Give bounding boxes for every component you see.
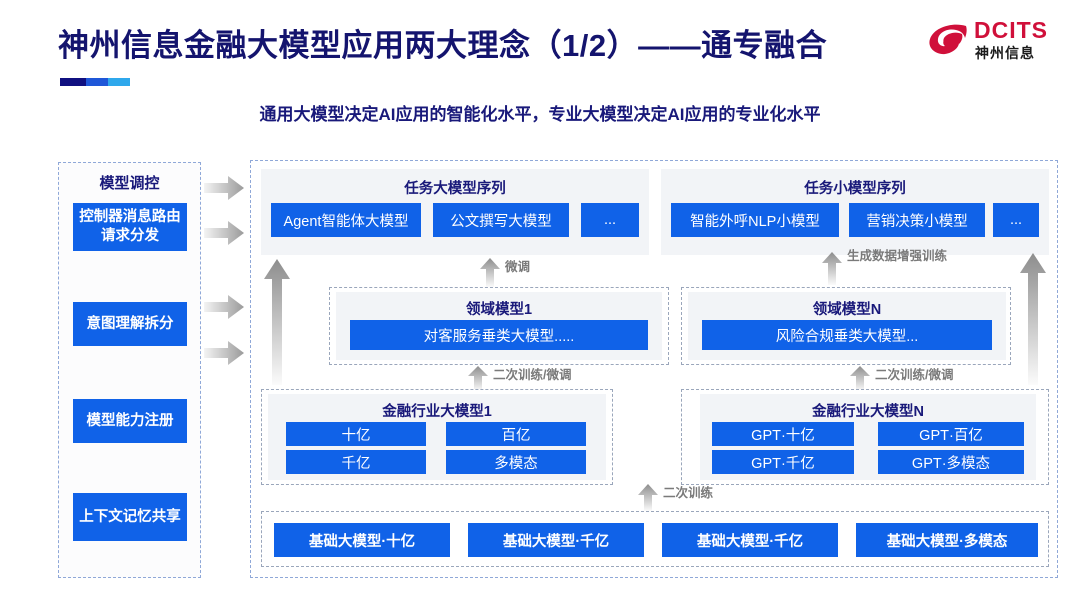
arrow-retrain-finetune-left-icon [468, 366, 488, 391]
task-large-model-group: 任务大模型序列 Agent智能体大模型 公文撰写大模型 ... [261, 169, 649, 255]
industry-right-pane: 金融行业大模型N GPT·十亿 GPT·百亿 GPT·千亿 GPT·多模态 [700, 394, 1036, 480]
industry-model-1-title: 金融行业大模型1 [382, 404, 492, 420]
industry-left-pane: 金融行业大模型1 十亿 百亿 千亿 多模态 [268, 394, 606, 480]
chip-document-writing-model[interactable]: 公文撰写大模型 [433, 203, 569, 237]
page-title: 神州信息金融大模型应用两大理念（1/2）——通专融合 [58, 28, 828, 63]
chip-foundation-shiyi[interactable]: 基础大模型·十亿 [274, 523, 450, 557]
long-arrow-right-icon [1020, 253, 1046, 385]
chip-industry1-qianyi[interactable]: 千亿 [286, 450, 426, 474]
domain-left-pane: 领域模型1 对客服务垂类大模型..... [336, 292, 662, 360]
foundation-model-box: 基础大模型·十亿 基础大模型·千亿 基础大模型·千亿 基础大模型·多模态 [261, 511, 1049, 567]
sidebar-arrow-3-icon [204, 295, 244, 319]
industry-model-right-box: 金融行业大模型N GPT·十亿 GPT·百亿 GPT·千亿 GPT·多模态 [681, 389, 1049, 485]
chip-task-large-more[interactable]: ... [581, 203, 639, 237]
task-small-model-group: 任务小模型序列 智能外呼NLP小模型 营销决策小模型 ... [661, 169, 1049, 255]
task-small-model-title: 任务小模型序列 [804, 181, 906, 197]
chip-customer-service-vertical-model[interactable]: 对客服务垂类大模型..... [350, 320, 648, 350]
chip-agent-large-model[interactable]: Agent智能体大模型 [271, 203, 421, 237]
chip-industry1-shiyi[interactable]: 十亿 [286, 422, 426, 446]
sidebar-panel: 模型调控 控制器消息路由请求分发 意图理解拆分 模型能力注册 上下文记忆共享 [58, 162, 201, 578]
architecture-panel: 任务大模型序列 Agent智能体大模型 公文撰写大模型 ... 任务小模型序列 … [250, 160, 1058, 578]
chip-foundation-qianyi-1[interactable]: 基础大模型·千亿 [468, 523, 644, 557]
sidebar-title: 模型调控 [99, 175, 160, 192]
label-retrain-finetune-left: 二次训练/微调 [493, 368, 572, 382]
domain-right-pane: 领域模型N 风险合规垂类大模型... [688, 292, 1006, 360]
sidebar-arrow-1-icon [204, 176, 244, 200]
task-large-model-title: 任务大模型序列 [404, 181, 506, 197]
logo-subtext: 神州信息 [975, 45, 1035, 61]
dcits-logo: DCITS 神州信息 [926, 16, 1066, 72]
domain-model-1-title: 领域模型1 [465, 302, 533, 318]
domain-model-n-title: 领域模型N [812, 302, 882, 318]
sidebar-item-intent-parsing[interactable]: 意图理解拆分 [73, 302, 187, 346]
chip-foundation-multimodal[interactable]: 基础大模型·多模态 [856, 523, 1038, 557]
long-arrow-left-icon [264, 259, 290, 385]
industry-model-left-box: 金融行业大模型1 十亿 百亿 千亿 多模态 [261, 389, 613, 485]
sidebar-item-context-memory[interactable]: 上下文记忆共享 [73, 493, 187, 541]
title-underline-accent [60, 78, 130, 86]
chip-outbound-nlp-small-model[interactable]: 智能外呼NLP小模型 [671, 203, 839, 237]
chip-marketing-decision-small-model[interactable]: 营销决策小模型 [849, 203, 985, 237]
chip-task-small-more[interactable]: ... [993, 203, 1039, 237]
chip-industryN-gpt-multimodal[interactable]: GPT·多模态 [878, 450, 1024, 474]
label-retrain-finetune-right: 二次训练/微调 [875, 368, 954, 382]
page-subtitle: 通用大模型决定AI应用的智能化水平，专业大模型决定AI应用的专业化水平 [259, 105, 821, 124]
chip-industryN-gpt-shiyi[interactable]: GPT·十亿 [712, 422, 854, 446]
industry-model-n-title: 金融行业大模型N [812, 404, 924, 420]
sidebar-item-controller-routing[interactable]: 控制器消息路由请求分发 [73, 203, 187, 251]
label-fine-tune: 微调 [505, 260, 531, 274]
domain-model-left-box: 领域模型1 对客服务垂类大模型..... [329, 287, 669, 365]
chip-industry1-baiyi[interactable]: 百亿 [446, 422, 586, 446]
chip-risk-compliance-vertical-model[interactable]: 风险合规垂类大模型... [702, 320, 992, 350]
arrow-fine-tune-icon [480, 258, 500, 287]
chip-industryN-gpt-qianyi[interactable]: GPT·千亿 [712, 450, 854, 474]
sidebar-arrow-2-icon [204, 221, 244, 245]
chip-industry1-multimodal[interactable]: 多模态 [446, 450, 586, 474]
logo-wordmark: DCITS [974, 17, 1048, 43]
arrow-retrain-finetune-right-icon [850, 366, 870, 391]
arrow-gen-data-aug-icon [822, 252, 842, 285]
dcits-swirl-icon [929, 24, 967, 55]
label-retrain: 二次训练 [663, 486, 714, 500]
label-gen-data-augmentation: 生成数据增强训练 [847, 249, 948, 263]
sidebar-arrow-4-icon [204, 341, 244, 365]
chip-industryN-gpt-baiyi[interactable]: GPT·百亿 [878, 422, 1024, 446]
arrow-retrain-icon [638, 484, 658, 511]
sidebar-item-capability-registry[interactable]: 模型能力注册 [73, 399, 187, 443]
chip-foundation-qianyi-2[interactable]: 基础大模型·千亿 [662, 523, 838, 557]
domain-model-right-box: 领域模型N 风险合规垂类大模型... [681, 287, 1011, 365]
